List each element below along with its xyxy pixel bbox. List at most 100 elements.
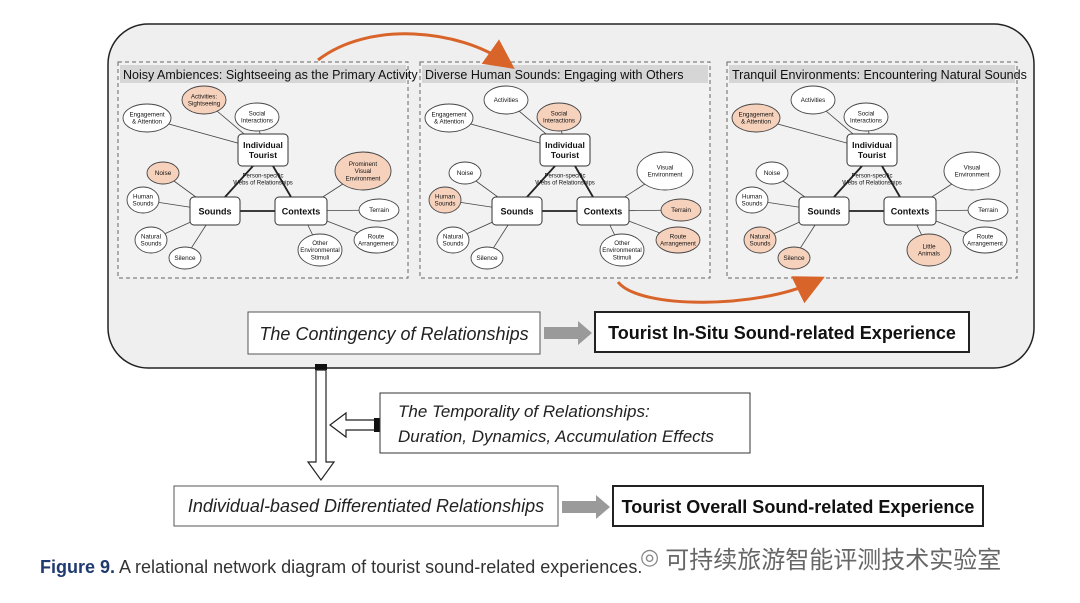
bottom-curved-arrow (616, 276, 825, 304)
node-top-left (122, 103, 172, 133)
node-top-left-text-line-2: & Attention (434, 119, 464, 126)
node-other-text-line-2: Environmental (300, 247, 340, 254)
node-top-right (234, 102, 280, 132)
panel-title-bg (120, 65, 406, 83)
node-noise-text: Noise (155, 170, 172, 177)
temporality-line-2: Duration, Dynamics, Accumulation Effects (398, 427, 714, 446)
node-other-text-line-3: Stimuli (613, 254, 632, 261)
vertical-arrow-cap (315, 364, 327, 370)
node-natural-text-line-2: Sounds (750, 241, 771, 248)
individual-box (173, 485, 559, 527)
individual-label: Individual-based Differentiated Relation… (188, 496, 544, 516)
node-top-mid-text-line-2: Sightseeing (188, 101, 221, 108)
node-route (962, 226, 1008, 254)
node-human-text-line-1: Human (133, 194, 154, 201)
node-natural-text-line-1: Natural (443, 234, 463, 241)
sounds-box (798, 196, 850, 226)
node-human (735, 186, 769, 214)
node-top-mid-text-line-1: Activities (494, 97, 518, 104)
tourist-label-line-2: Tourist (249, 150, 277, 160)
contingency-label: The Contingency of Relationships (259, 324, 528, 344)
node-silence (777, 246, 811, 270)
node-visual-text-line-1: Prominent (349, 161, 377, 168)
node-route-text-line-1: Route (670, 234, 687, 241)
node-human-text-line-2: Sounds (742, 201, 763, 208)
tourist-box (539, 133, 591, 167)
node-top-mid-text-line-1: Activities (801, 97, 825, 104)
panel-title-bg (729, 65, 1015, 83)
node-natural (743, 226, 777, 254)
webs-label-line-1: Person-specific (851, 174, 892, 180)
node-top-right-text-line-2: Interactions (543, 118, 575, 125)
sounds-label: Sounds (501, 207, 534, 217)
node-top-left-text-line-2: & Attention (132, 119, 162, 126)
node-noise-text: Noise (457, 170, 474, 177)
node-visual (334, 151, 392, 191)
tourist-label-line-1: Individual (545, 140, 585, 150)
node-other-text-line-1: Other (312, 240, 327, 247)
node-silence-text: Silence (174, 255, 196, 262)
panel-1: Noisy Ambiences: Sightseeing as the Prim… (117, 61, 418, 279)
node-visual-text-line-2: Environment (955, 172, 990, 179)
node-route-text-line-1: Route (368, 234, 385, 241)
wechat-icon: ◎ (640, 545, 660, 570)
contexts-box (883, 196, 937, 226)
webs-label-line-2: Webs of Relationships (842, 181, 902, 187)
node-other (599, 233, 645, 267)
node-silence-text: Silence (783, 255, 805, 262)
figure-caption: Figure 9. A relational network diagram o… (40, 557, 642, 578)
webs-label-line-1: Person-specific (544, 174, 585, 180)
tourist-label-line-2: Tourist (551, 150, 579, 160)
node-top-mid (790, 85, 836, 115)
node-route (353, 226, 399, 254)
contexts-label: Contexts (282, 207, 321, 217)
overall-label: Tourist Overall Sound-related Experience (622, 497, 975, 517)
node-silence-text: Silence (476, 255, 498, 262)
node-top-left-text-line-1: Engagement (129, 112, 164, 119)
node-route-text-line-2: Arrangement (358, 241, 394, 248)
temporality-line-1: The Temporality of Relationships: (398, 402, 650, 421)
insitu-label: Tourist In-Situ Sound-related Experience (608, 323, 956, 343)
edge-tourist-sounds (833, 165, 863, 198)
edge-tourist-contexts (574, 165, 594, 198)
panel-title: Tranquil Environments: Encountering Natu… (732, 68, 1027, 82)
node-terrain-text: Terrain (369, 207, 389, 214)
node-visual (636, 151, 694, 191)
node-other-text-line-2: Animals (918, 251, 940, 258)
contingency-box (247, 311, 541, 355)
node-other-text-line-2: Environmental (602, 247, 642, 254)
node-noise-text: Noise (764, 170, 781, 177)
node-top-right-text-line-1: Social (858, 111, 875, 118)
node-top-right-text-line-2: Interactions (241, 118, 273, 125)
overall-box (612, 485, 984, 527)
node-top-right (843, 102, 889, 132)
node-top-left-text-line-2: & Attention (741, 119, 771, 126)
node-other-text-line-1: Little (922, 244, 936, 251)
node-top-left (424, 103, 474, 133)
contingency-to-insitu-arrow (544, 321, 592, 345)
panel-title: Diverse Human Sounds: Engaging with Othe… (425, 68, 683, 82)
caption-label: Figure 9. (40, 557, 116, 577)
contexts-label: Contexts (584, 207, 623, 217)
tourist-label-line-1: Individual (852, 140, 892, 150)
node-terrain-text: Terrain (978, 207, 998, 214)
vertical-hollow-arrow (306, 369, 336, 482)
caption-text: A relational network diagram of tourist … (119, 557, 643, 577)
node-human (428, 186, 462, 214)
contexts-box (274, 196, 328, 226)
node-other-text-line-3: Stimuli (311, 254, 330, 261)
node-human-text-line-2: Sounds (435, 201, 456, 208)
node-visual-text-line-1: Visual (657, 165, 674, 172)
webs-label-line-2: Webs of Relationships (233, 181, 293, 187)
sounds-box (189, 196, 241, 226)
node-top-mid (483, 85, 529, 115)
node-visual (943, 151, 1001, 191)
edge-tourist-sounds (224, 165, 254, 198)
temporality-arrow-cap (374, 418, 380, 432)
node-natural-text-line-1: Natural (750, 234, 770, 241)
node-top-left (731, 103, 781, 133)
node-top-mid-text-line-1: Activities: (191, 94, 217, 101)
node-silence (168, 246, 202, 270)
edge-tourist-sounds (526, 165, 556, 198)
node-other-text-line-1: Other (614, 240, 629, 247)
